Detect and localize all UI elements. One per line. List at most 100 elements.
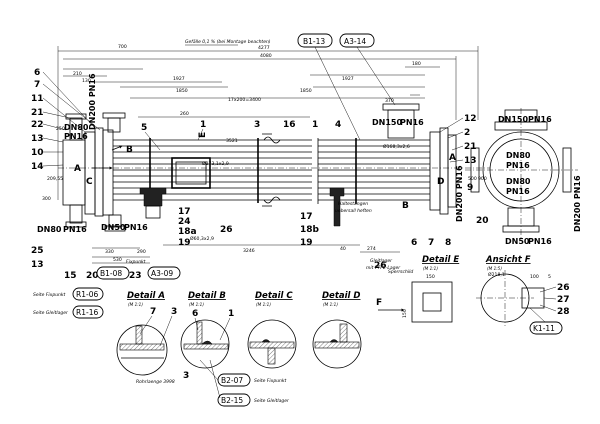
part-7r: 7: [428, 238, 434, 248]
part-20: 20: [86, 271, 99, 281]
part-2: 2: [464, 128, 470, 138]
detail-b-part-1: 1: [228, 309, 234, 319]
flange-pn16-b: PN16: [124, 223, 148, 232]
part-12: 12: [464, 114, 477, 124]
view-f-dim-100: 100: [530, 274, 539, 280]
view-f-dim-5: 5: [548, 274, 551, 280]
note-seite-gleitlager-2: Seite Gleitlager: [254, 398, 290, 404]
detail-a-part-3: 3: [171, 307, 177, 317]
view-f-title: Ansicht F: [485, 255, 531, 265]
view-f-part-28: 28: [557, 307, 570, 317]
dim-1850b: 1850: [300, 88, 312, 94]
note-gleitlager: Gleitlager: [370, 258, 393, 264]
section-b-marker-r: B: [402, 201, 409, 211]
note-sperrschild: Sperrschild: [388, 269, 413, 275]
dim-290: 290: [137, 249, 146, 255]
detail-c-title: Detail C: [255, 291, 293, 301]
view-f-part-27: 27: [557, 295, 570, 305]
ref-b2-15: B2-15: [221, 396, 243, 405]
flange-dn50-r: DN50: [505, 237, 530, 246]
part-1a: 1: [200, 120, 206, 130]
flange-dn80-r2: DN80: [506, 177, 531, 186]
part-19a: 19: [178, 238, 191, 248]
part-18b: 18b: [300, 225, 320, 235]
section-markers: B A C E A D B: [74, 132, 456, 211]
dim-209: 209,55: [47, 176, 63, 182]
dim-260: 260: [180, 111, 189, 117]
dim-sheet: Ø273,1x2,9: [202, 160, 229, 167]
detail-e-part-26: 26: [374, 261, 387, 271]
dim-180: 180: [412, 61, 421, 67]
dim-370: 370: [385, 98, 394, 104]
detail-e-dim-150: 150: [426, 274, 435, 280]
part-13a: 13: [31, 134, 44, 144]
part-number-callouts: 6 7 11 21 22 13 10 14 25 13 5 1 3 16 1 4…: [31, 68, 489, 281]
flange-dn80-r: DN80: [506, 151, 531, 160]
detail-e: Detail E (M 1:1) 150 150 Sperrschild 26 …: [374, 255, 459, 323]
detail-c-scale: (M 1:1): [256, 302, 271, 307]
note-halte-2: uebersall heften: [335, 208, 372, 214]
section-a-marker: A: [74, 164, 81, 174]
part-21r: 21: [464, 142, 477, 152]
part-18a: 18a: [178, 227, 197, 237]
section-f-marker: F: [376, 298, 382, 308]
dim-330: 330: [105, 249, 114, 255]
dim-530: 530: [113, 257, 122, 263]
part-22: 22: [31, 120, 44, 130]
detail-d: Detail D (M 1:1): [312, 291, 362, 369]
dim-1927a: 1927: [173, 76, 185, 82]
flange-pn16-top: PN16: [400, 118, 424, 127]
section-a-marker-r: A: [449, 153, 456, 163]
dim-500: 500: [468, 176, 477, 182]
reference-bubbles: B1-13 A3-14 B1-08 A3-09 R1-06 R1-16 Seit…: [33, 33, 563, 407]
detail-e-title: Detail E: [422, 255, 459, 265]
tube-bundle-left: [58, 139, 490, 201]
part-17a: 17: [178, 207, 191, 217]
section-c-marker: C: [86, 177, 93, 187]
flange-dn200-pn16: DN200 PN16: [88, 73, 97, 130]
part-9: 9: [467, 183, 473, 193]
dim-130: 130: [82, 78, 91, 84]
note-haltestangen: Haltestangen: [338, 201, 368, 207]
part-17b: 17: [300, 212, 313, 222]
ref-r1-16: R1-16: [76, 308, 98, 317]
detail-a: Detail A (M 1:1) 7 3 Rohrlaenge 3998: [116, 291, 177, 385]
dim-40: 40: [340, 246, 346, 252]
part-8r: 8: [445, 238, 451, 248]
note-rohrlaenge: Rohrlaenge 3998: [136, 379, 175, 385]
flange-dn200-pn16-r2: DN200 PN16: [455, 165, 464, 222]
detail-b-scale: (M 1:1): [189, 302, 204, 307]
ref-b1-13: B1-13: [303, 37, 325, 46]
detail-d-scale: (M 1:1): [323, 302, 338, 307]
section-b-marker: B: [126, 145, 133, 155]
flange-pn16-r4: PN16: [528, 237, 552, 246]
dim-1850a: 1850: [176, 88, 188, 94]
detail-a-part-7: 7: [150, 307, 156, 317]
dim-pipe-top: Ø168,3x2,6: [383, 143, 410, 150]
flange-pn16-l2: PN16: [63, 225, 87, 234]
part-23: 23: [129, 271, 142, 281]
detail-e-scale: (M 1:1): [423, 266, 438, 271]
flange-dn50: DN50: [101, 223, 126, 232]
part-4: 4: [335, 120, 341, 130]
note-seite-fixpunkt-2: Seite Fixpunkt: [254, 378, 287, 384]
part-14: 14: [31, 162, 44, 172]
ref-k1-11: K1-11: [533, 324, 555, 333]
part-13r: 13: [464, 156, 477, 166]
dim-700: 700: [118, 44, 127, 50]
flange-dn80-l1: DN80: [64, 123, 89, 132]
section-d-marker: D: [437, 177, 444, 187]
note-seite-fixpunkt: Seite Fixpunkt: [33, 292, 66, 298]
flange-pn16-r3: PN16: [506, 187, 530, 196]
flange-pn16-r: PN16: [528, 115, 552, 124]
detail-a-title: Detail A: [127, 291, 165, 301]
detail-b-part-3: 3: [183, 371, 189, 381]
detail-b-part-6: 6: [192, 309, 198, 319]
dim-4080: 4080: [260, 53, 272, 59]
dimension-chains: [57, 46, 479, 264]
dim-1927b: 1927: [342, 76, 354, 82]
dim-17x200: 17x200=3400: [228, 97, 261, 103]
ref-a3-09: A3-09: [151, 269, 173, 278]
dim-3246: 3246: [243, 248, 255, 254]
part-19b: 19: [300, 238, 313, 248]
